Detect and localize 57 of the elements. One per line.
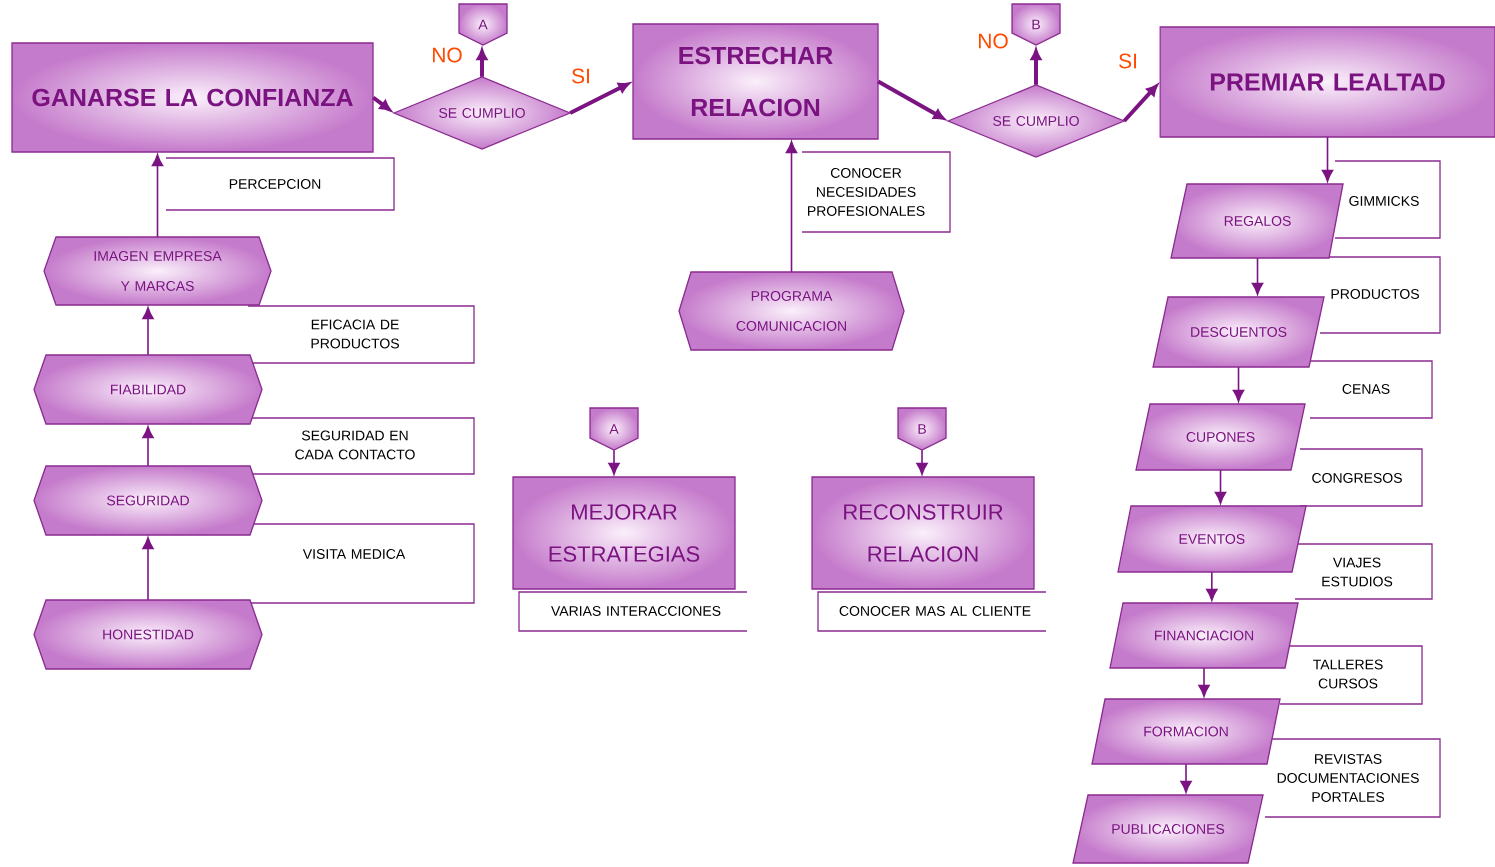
parallelogram-box: FINANCIACION: [1109, 602, 1299, 669]
arrow: [569, 82, 630, 115]
arrow: [142, 307, 154, 356]
bracket-note: PRODUCTOS: [1319, 256, 1441, 334]
arrow: [142, 537, 154, 601]
arrow: [785, 141, 798, 273]
bracket-note: REVISTAS DOCUMENTACIONES PORTALES: [1264, 738, 1441, 818]
arrow: [1206, 571, 1218, 601]
arrow: [151, 154, 164, 238]
parallelogram-box: EVENTOS: [1117, 505, 1307, 573]
hexagon-box: FIABILIDAD: [33, 354, 263, 425]
process-box: RECONSTRUIR RELACION: [811, 476, 1035, 590]
bracket-note: CONGRESOS: [1299, 448, 1423, 507]
arrow: [142, 426, 154, 467]
parallelogram-box: REGALOS: [1170, 183, 1344, 259]
process-box: GANARSE LA CONFIANZA: [11, 42, 374, 153]
arrow: [1232, 366, 1245, 402]
bracket-note: SEGURIDAD EN CADA CONTACTO: [247, 417, 475, 475]
arrow: [1251, 257, 1264, 295]
arrow: [1122, 84, 1158, 123]
parallelogram-box: CUPONES: [1135, 403, 1306, 471]
arrow: [1321, 136, 1334, 182]
bracket-note: TALLERES CURSOS: [1279, 645, 1423, 705]
hexagon-box: IMAGEN EMPRESA Y MARCAS: [43, 236, 272, 306]
process-box: PREMIAR LEALTAD: [1159, 26, 1495, 138]
arrow: [877, 79, 945, 120]
bracket-note: VIAJES ESTUDIOS: [1294, 543, 1433, 600]
bracket-note: CONOCER NECESIDADES PROFESIONALES: [801, 151, 951, 233]
edge-label: NO: [979, 33, 1008, 49]
parallelogram-box: FORMACION: [1091, 698, 1281, 765]
edge-label: SI: [1119, 53, 1136, 69]
arrow: [1198, 667, 1210, 697]
bracket-note: PERCEPCION: [165, 157, 395, 211]
arrow: [1180, 763, 1192, 793]
process-box: ESTRECHAR RELACION: [632, 23, 879, 140]
bracket-note: EFICACIA DE PRODUCTOS: [247, 305, 475, 364]
connector-tag: B: [897, 407, 947, 451]
bracket-note: GIMMICKS: [1334, 160, 1441, 239]
connector-tag: B: [1011, 3, 1061, 46]
edge-label: SI: [572, 68, 589, 84]
parallelogram-box: PUBLICACIONES: [1072, 794, 1264, 864]
bracket-note: CONOCER MAS AL CLIENTE: [817, 591, 1047, 632]
parallelogram-box: DESCUENTOS: [1152, 296, 1325, 368]
bracket-note: VISITA MEDICA: [247, 523, 475, 604]
hexagon-box: HONESTIDAD: [33, 599, 263, 670]
bracket-note: CENAS: [1309, 360, 1433, 419]
edge-label: NO: [433, 47, 462, 63]
connector-tag: A: [458, 3, 508, 46]
arrow: [916, 449, 928, 475]
bracket-note: VARIAS INTERACCIONES: [518, 591, 748, 632]
hexagon-box: PROGRAMA COMUNICACION: [678, 271, 905, 351]
arrow: [1214, 469, 1227, 504]
process-box: MEJORAR ESTRATEGIAS: [512, 476, 736, 590]
connector-tag: A: [589, 407, 639, 451]
hexagon-box: SEGURIDAD: [33, 465, 263, 536]
arrow: [608, 449, 620, 475]
arrow: [372, 95, 391, 112]
